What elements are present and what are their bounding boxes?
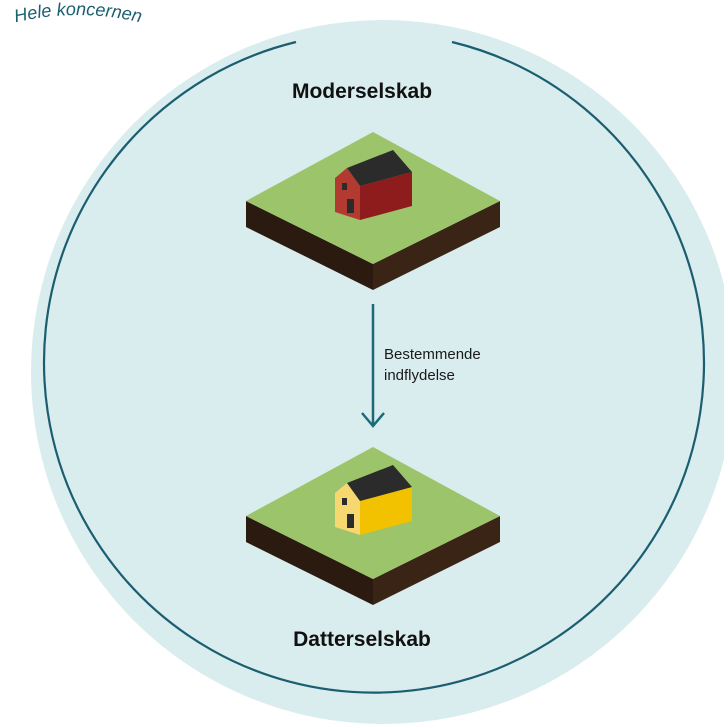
- arrow-head: [361, 412, 385, 428]
- relation-label: Bestemmende indflydelse: [384, 344, 481, 386]
- relation-label-line1: Bestemmende: [384, 346, 481, 363]
- arrow-down-icon: [361, 304, 385, 428]
- parent-tile-soil-left: [246, 201, 373, 290]
- parent-house-icon: [335, 150, 412, 220]
- group-label: Hele koncernen: [12, 0, 144, 26]
- parent-house-side: [360, 172, 412, 220]
- parent-house-window: [342, 183, 347, 190]
- parent-house-door: [347, 199, 354, 213]
- child-company-title: Datterselskab: [293, 628, 431, 651]
- child-house-window: [342, 498, 347, 505]
- child-house-side: [360, 487, 412, 535]
- child-house-roof: [347, 465, 412, 501]
- group-circle: [31, 20, 724, 724]
- parent-house-roof: [347, 150, 412, 186]
- svg-text:Hele koncernen: Hele koncernen: [12, 0, 144, 26]
- group-circle-outline: [42, 40, 706, 694]
- parent-tile-soil-right: [373, 201, 500, 290]
- child-tile-soil-right: [373, 516, 500, 605]
- child-house-icon: [335, 465, 412, 535]
- relation-label-line2: indflydelse: [384, 367, 455, 384]
- group-label-text: Hele koncernen: [12, 0, 144, 26]
- child-tile-soil-left: [246, 516, 373, 605]
- child-house-door: [347, 514, 354, 528]
- parent-company-title: Moderselskab: [291, 80, 433, 103]
